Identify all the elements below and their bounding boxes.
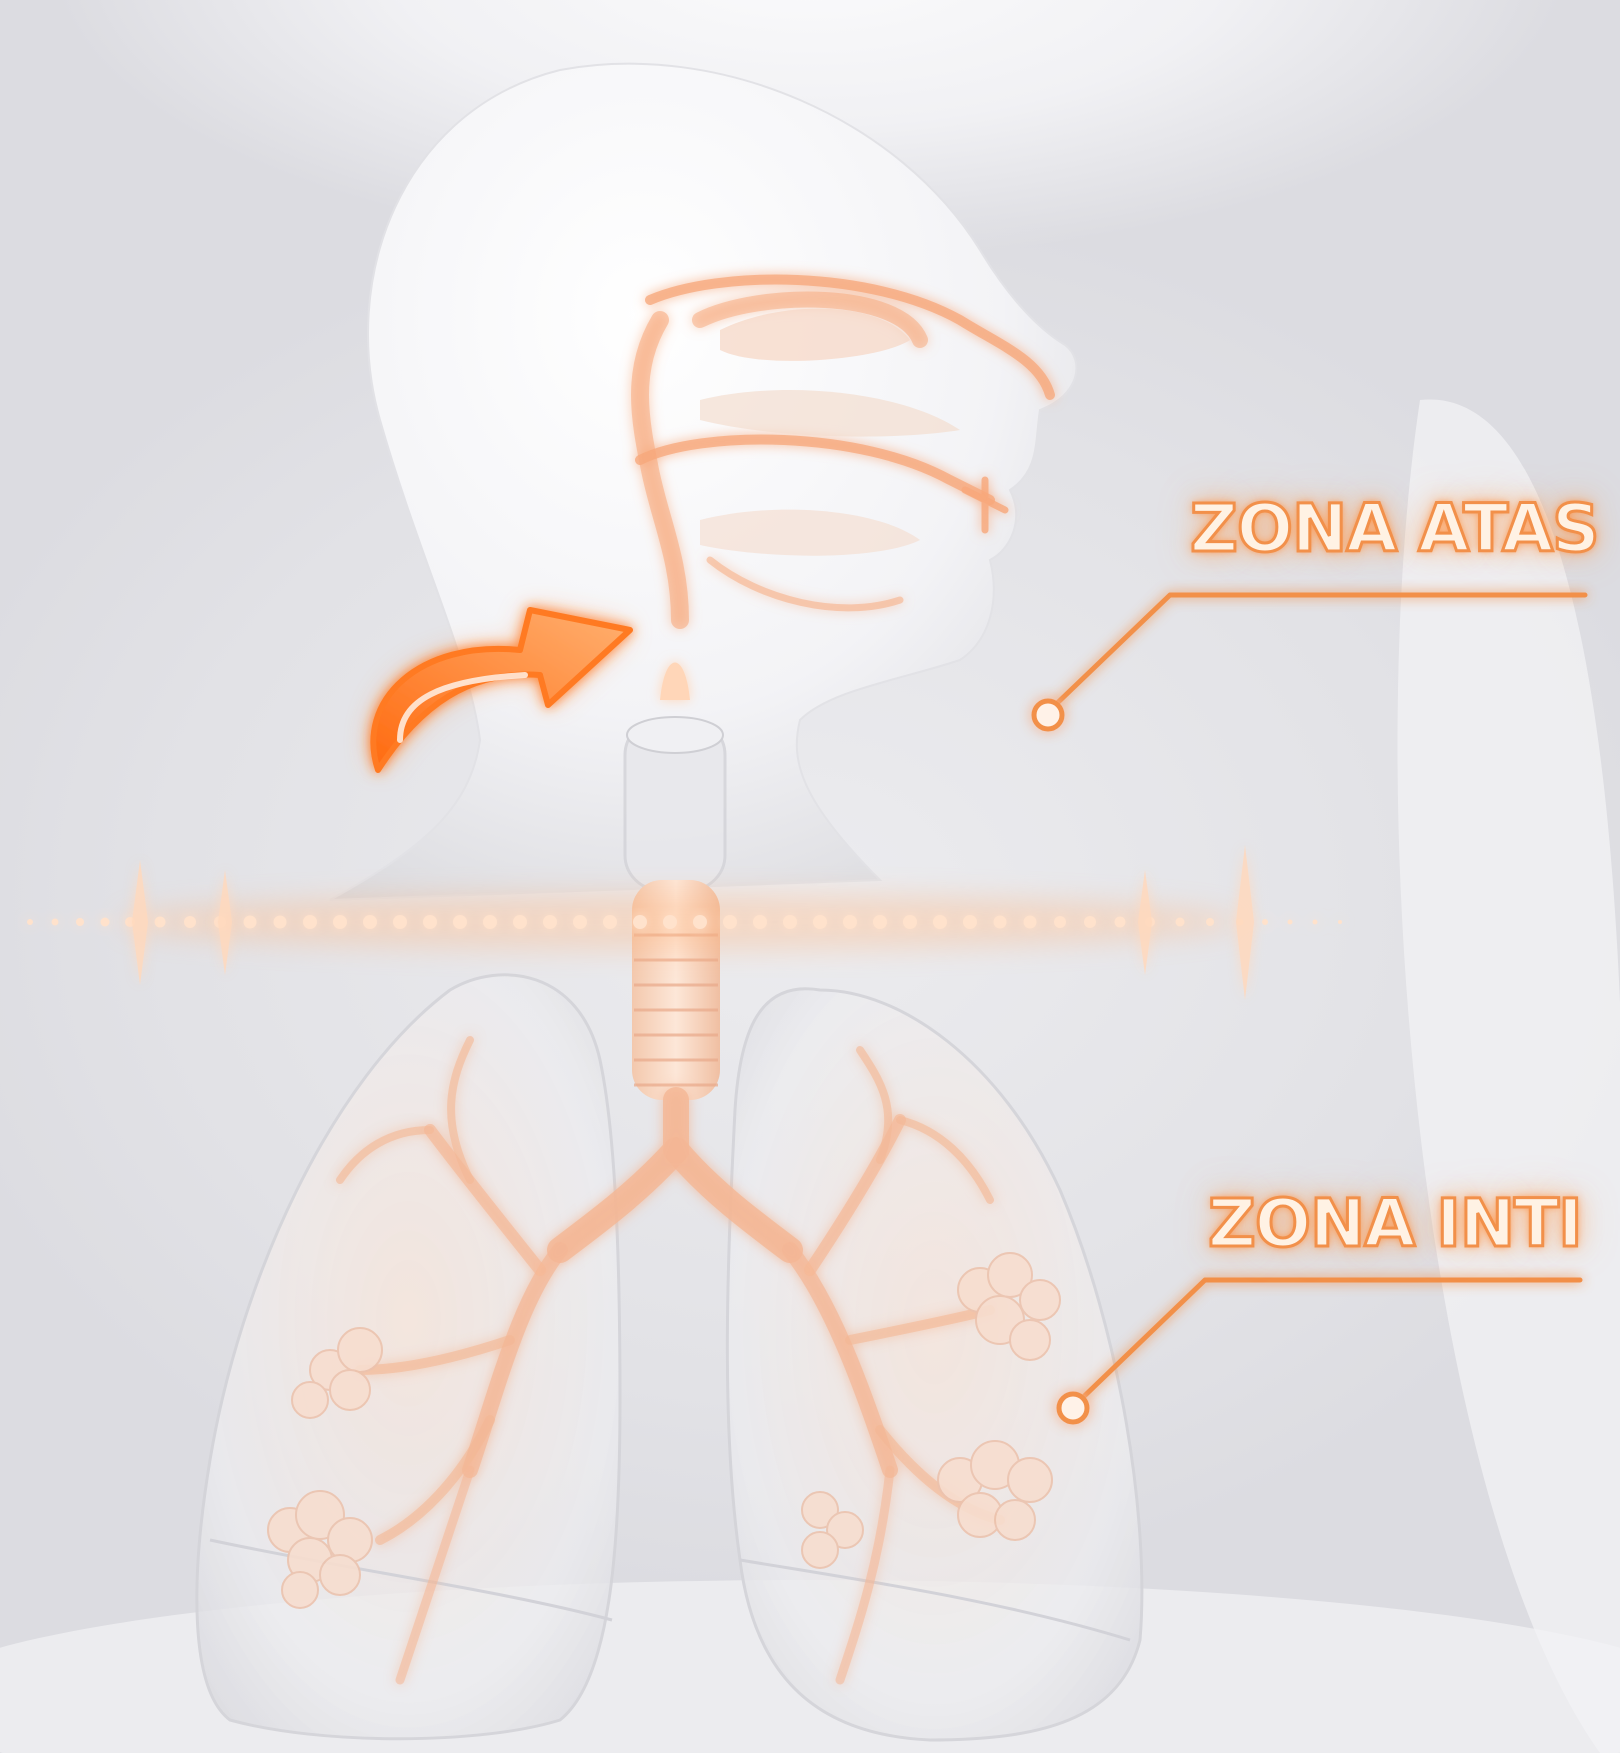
upper-zone-ring-dot-icon <box>1034 701 1062 729</box>
core-zone-label: ZONA INTI <box>1208 1185 1582 1262</box>
upper-zone-label: ZONA ATAS <box>1190 490 1599 567</box>
right-lung <box>727 989 1142 1740</box>
core-zone-ring-dot-icon <box>1059 1394 1087 1422</box>
left-lung <box>197 975 620 1739</box>
